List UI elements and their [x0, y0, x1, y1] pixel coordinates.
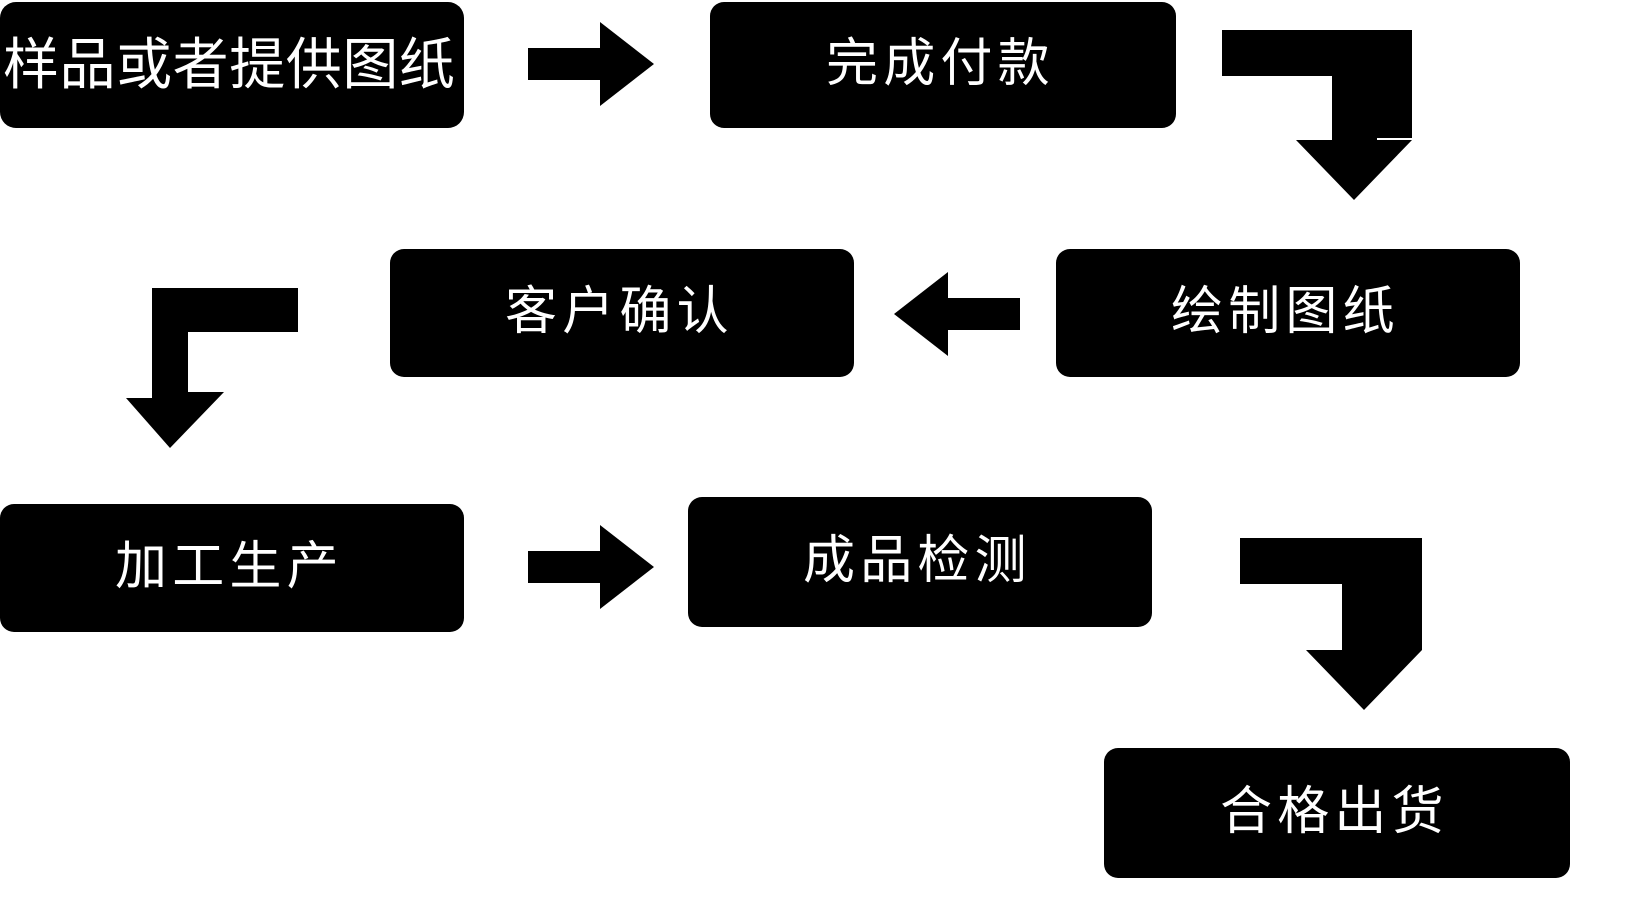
- flow-node-shipment[interactable]: 合格出货: [1104, 748, 1570, 878]
- flow-node-payment[interactable]: 完成付款: [710, 2, 1176, 128]
- arrow-right-icon-sample-to-payment: [528, 22, 654, 106]
- flow-node-production[interactable]: 加工生产: [0, 504, 464, 632]
- flow-node-confirm-label: 客户确认: [505, 283, 734, 342]
- arrow-elbow-right-down-icon-inspection-to-shipment: [1240, 538, 1422, 710]
- flow-node-drawing-label: 绘制图纸: [1171, 283, 1400, 342]
- arrow-right-icon-production-to-inspection: [528, 525, 654, 609]
- flow-node-sample-label: 样品或者提供图纸: [2, 33, 456, 97]
- flow-node-confirm[interactable]: 客户确认: [390, 249, 854, 377]
- flow-node-payment-label: 完成付款: [826, 35, 1055, 94]
- flow-node-sample[interactable]: 样品或者提供图纸: [0, 2, 464, 128]
- flow-node-inspection-label: 成品检测: [803, 532, 1032, 591]
- arrow-left-icon-drawing-to-confirm: [894, 272, 1020, 356]
- arrow-elbow-left-down-icon-confirm-to-production: [126, 288, 298, 448]
- arrow-elbow-right-down-icon-payment-to-drawing: [1222, 30, 1412, 200]
- flow-node-shipment-label: 合格出货: [1220, 783, 1449, 842]
- flow-node-drawing[interactable]: 绘制图纸: [1056, 249, 1520, 377]
- flow-node-production-label: 加工生产: [115, 538, 344, 597]
- flow-node-inspection[interactable]: 成品检测: [688, 497, 1152, 627]
